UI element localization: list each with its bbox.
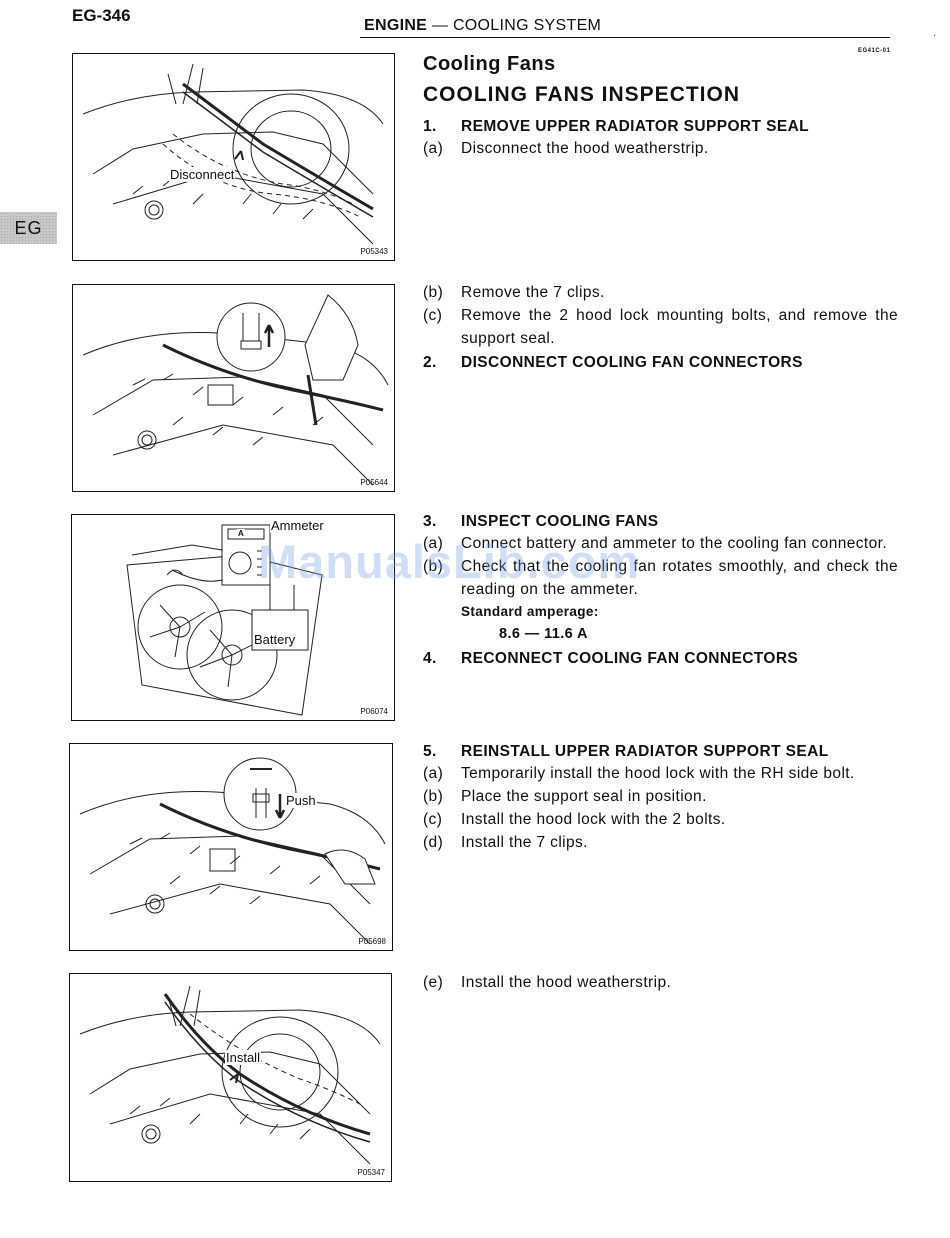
weatherstrip-removal-icon bbox=[82, 63, 384, 245]
figure-1-label: Disconnect bbox=[169, 167, 236, 182]
section-subtitle: COOLING FANS INSPECTION bbox=[423, 83, 741, 106]
clip-removal-icon bbox=[82, 294, 389, 486]
figure-3-code: P06074 bbox=[360, 707, 388, 716]
step-5: 5. REINSTALL UPPER RADIATOR SUPPORT SEAL bbox=[423, 742, 898, 762]
list-item: (a) Disconnect the hood weatherstrip. bbox=[423, 137, 898, 160]
weatherstrip-install-icon bbox=[79, 985, 381, 1165]
figure-5-label: Install bbox=[225, 1050, 261, 1065]
item-label: (b) bbox=[423, 788, 444, 805]
text-block-2: (b) Remove the 7 clips. (c) Remove the 2… bbox=[423, 281, 898, 373]
figure-5: Install P05347 bbox=[69, 973, 392, 1182]
step-number: 1. bbox=[423, 118, 437, 135]
figure-2-code: P05644 bbox=[360, 478, 388, 487]
figure-5-code: P05347 bbox=[357, 1168, 385, 1177]
item-label: (c) bbox=[423, 307, 443, 324]
spec-value: 8.6 — 11.6 A bbox=[499, 626, 588, 642]
item-text: Remove the 2 hood lock mounting bolts, a… bbox=[461, 307, 898, 347]
side-tab: EG bbox=[0, 212, 57, 244]
step-4: 4. RECONNECT COOLING FAN CONNECTORS bbox=[423, 649, 898, 669]
step-1: 1. REMOVE UPPER RADIATOR SUPPORT SEAL bbox=[423, 117, 898, 137]
item-label: (e) bbox=[423, 974, 444, 991]
figure-4: Push P05698 bbox=[69, 743, 393, 951]
list-item: (b) Remove the 7 clips. bbox=[423, 281, 898, 304]
figure-1: Disconnect P05343 bbox=[72, 53, 395, 261]
item-text: Check that the cooling fan rotates smoot… bbox=[461, 558, 898, 598]
figure-3-label-ammeter-box: A bbox=[237, 529, 245, 538]
doc-code: EG41C-01 bbox=[858, 48, 891, 54]
item-text: Remove the 7 clips. bbox=[461, 284, 605, 301]
text-block-3: 3. INSPECT COOLING FANS (a) Connect batt… bbox=[423, 502, 898, 669]
list-item: (d) Install the 7 clips. bbox=[423, 831, 898, 854]
list-item: (a) Connect battery and ammeter to the c… bbox=[423, 532, 898, 555]
step-title: DISCONNECT COOLING FAN CONNECTORS bbox=[461, 354, 803, 371]
figure-1-code: P05343 bbox=[360, 247, 388, 256]
item-text: Install the 7 clips. bbox=[461, 834, 588, 851]
figure-3-label-battery: Battery bbox=[253, 632, 297, 647]
header-rule bbox=[360, 37, 890, 38]
item-label: (a) bbox=[423, 535, 444, 552]
item-text: Install the hood lock with the 2 bolts. bbox=[461, 811, 726, 828]
fan-test-circuit-icon bbox=[126, 524, 323, 716]
list-item: (b) Place the support seal in position. bbox=[423, 785, 898, 808]
item-label: (b) bbox=[423, 284, 444, 301]
step-number: 2. bbox=[423, 354, 437, 371]
list-item: (c) Install the hood lock with the 2 bol… bbox=[423, 808, 898, 831]
item-label: (d) bbox=[423, 834, 444, 851]
header-section-bold: ENGINE bbox=[364, 17, 428, 34]
step-number: 3. bbox=[423, 513, 437, 530]
watermark: ManualsLib.com bbox=[258, 535, 641, 588]
figure-4-code: P05698 bbox=[358, 937, 386, 946]
corner-mark: · bbox=[933, 30, 937, 41]
item-label: (c) bbox=[423, 811, 443, 828]
figure-2: P05644 bbox=[72, 284, 395, 492]
step-title: REMOVE UPPER RADIATOR SUPPORT SEAL bbox=[461, 118, 810, 135]
item-text: Disconnect the hood weatherstrip. bbox=[461, 140, 709, 157]
text-block-5: (e) Install the hood weatherstrip. bbox=[423, 971, 898, 994]
text-block-4: 5. REINSTALL UPPER RADIATOR SUPPORT SEAL… bbox=[423, 732, 898, 854]
figure-3: Ammeter A Battery P06074 bbox=[71, 514, 395, 721]
item-label: (a) bbox=[423, 140, 444, 157]
step-3: 3. INSPECT COOLING FANS bbox=[423, 512, 898, 532]
text-block-1: Cooling Fans COOLING FANS INSPECTION 1. … bbox=[423, 53, 898, 160]
step-title: RECONNECT COOLING FAN CONNECTORS bbox=[461, 650, 799, 667]
item-text: Connect battery and ammeter to the cooli… bbox=[461, 535, 888, 552]
header-title: ENGINE — COOLING SYSTEM bbox=[364, 17, 601, 35]
item-text: Place the support seal in position. bbox=[461, 788, 707, 805]
figure-4-label: Push bbox=[285, 793, 317, 808]
list-item: (c) Remove the 2 hood lock mounting bolt… bbox=[423, 304, 898, 350]
step-title: REINSTALL UPPER RADIATOR SUPPORT SEAL bbox=[461, 743, 829, 760]
item-label: (b) bbox=[423, 558, 444, 575]
figure-3-label-ammeter: Ammeter bbox=[270, 518, 325, 533]
step-number: 5. bbox=[423, 743, 437, 760]
hood-lock-install-icon bbox=[79, 757, 386, 945]
list-item: (e) Install the hood weatherstrip. bbox=[423, 971, 898, 994]
step-number: 4. bbox=[423, 650, 437, 667]
step-title: INSPECT COOLING FANS bbox=[461, 513, 659, 530]
header-section-rest: — COOLING SYSTEM bbox=[427, 17, 602, 34]
item-text: Install the hood weatherstrip. bbox=[461, 974, 672, 991]
page-number: EG-346 bbox=[72, 6, 131, 25]
list-item: (a) Temporarily install the hood lock wi… bbox=[423, 762, 898, 785]
list-item: (b) Check that the cooling fan rotates s… bbox=[423, 555, 898, 601]
step-2: 2. DISCONNECT COOLING FAN CONNECTORS bbox=[423, 353, 898, 373]
spec-label: Standard amperage: bbox=[461, 604, 599, 619]
item-label: (a) bbox=[423, 765, 444, 782]
item-text: Temporarily install the hood lock with t… bbox=[461, 765, 855, 782]
section-title: Cooling Fans bbox=[423, 53, 556, 75]
